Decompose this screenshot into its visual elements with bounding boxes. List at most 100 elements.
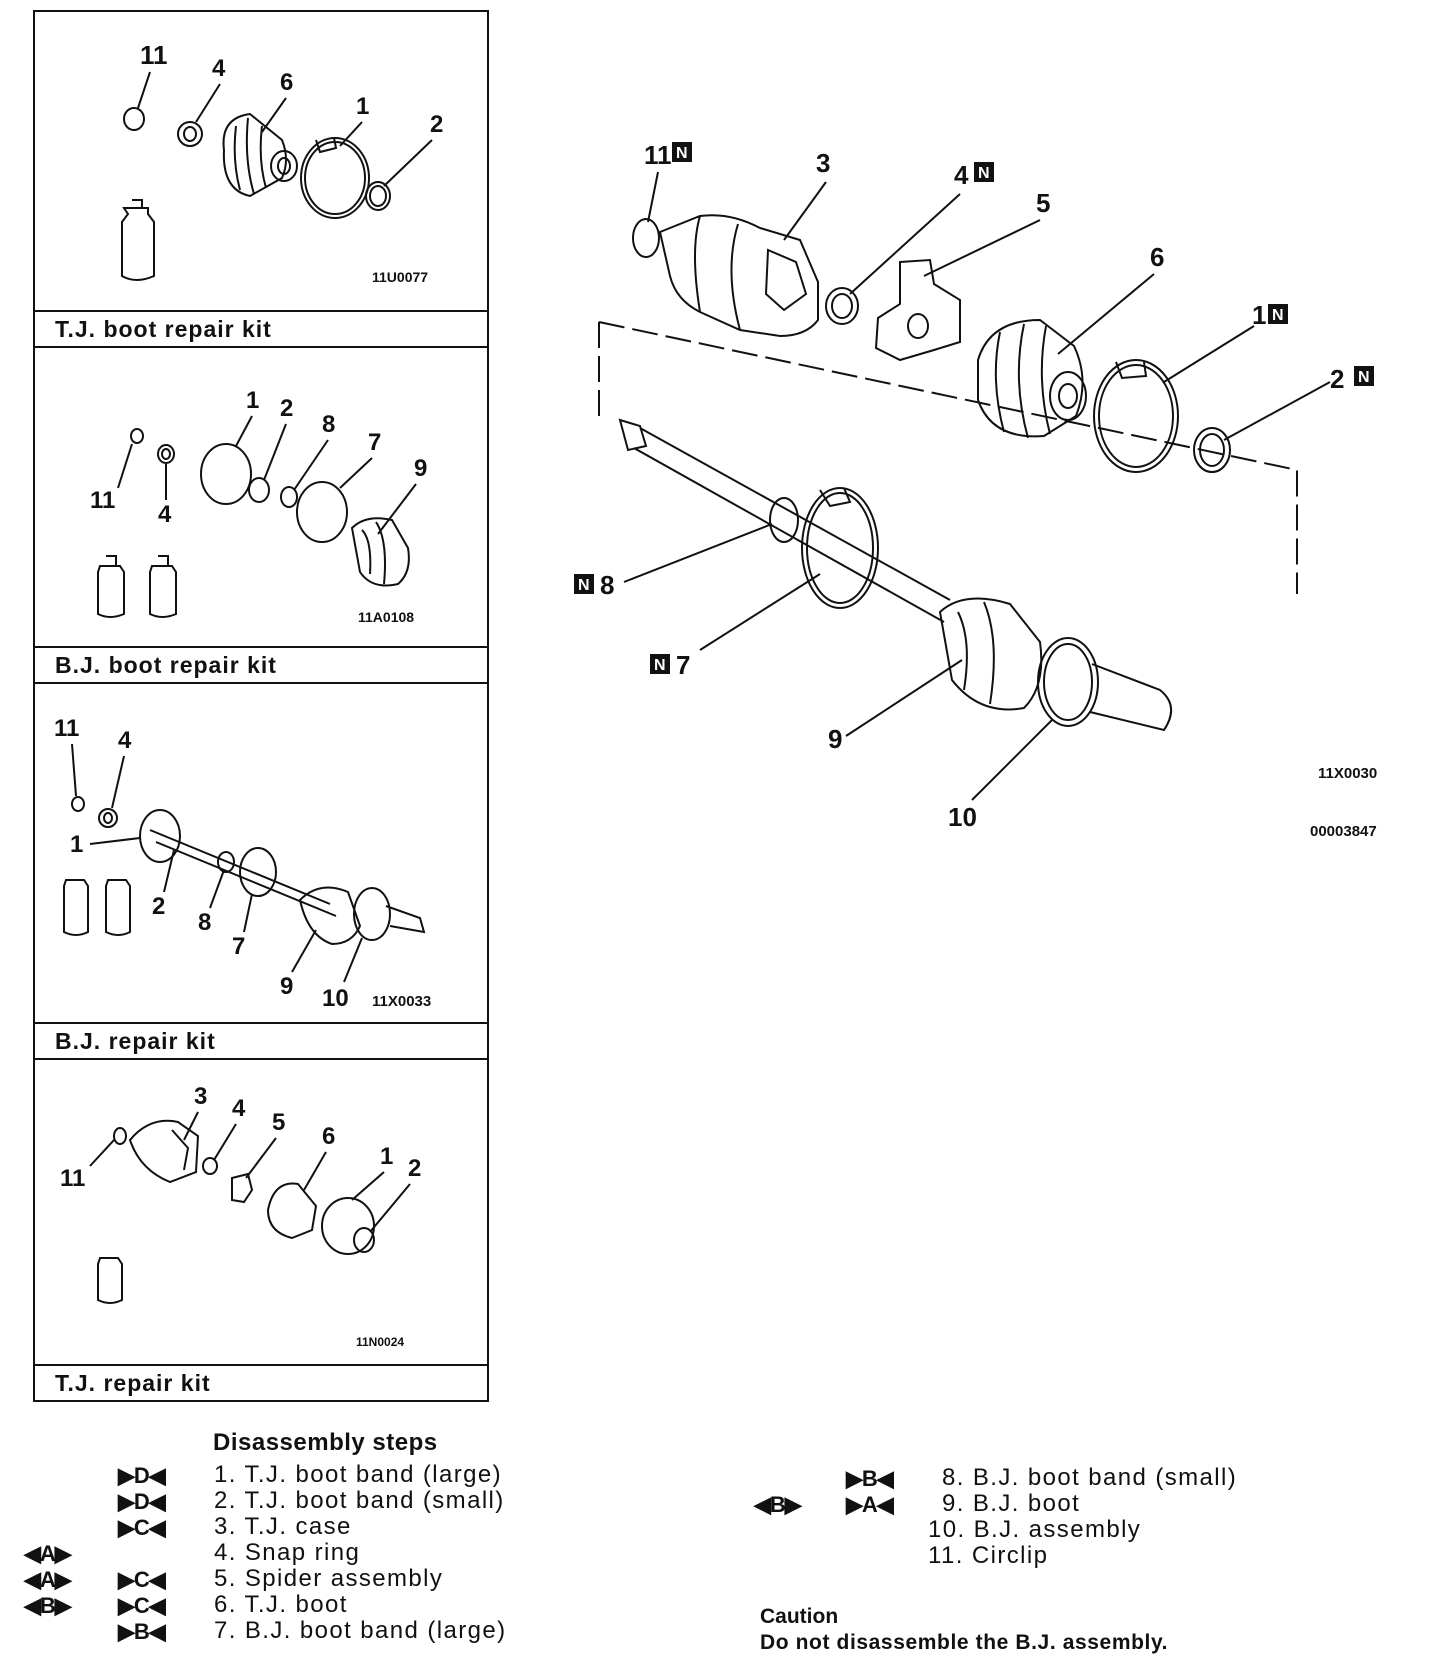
grease-bottle-icon xyxy=(121,207,155,281)
kit-panel-tj-boot: T.J. boot repair kit xyxy=(33,10,489,348)
driveshaft-icon xyxy=(639,427,951,601)
boot-band-large-icon xyxy=(200,443,252,505)
kit-panel-bj-repair: B.J. repair kit xyxy=(33,682,489,1060)
bj-boot-band-small-icon xyxy=(217,851,235,873)
boot-band-large-icon xyxy=(1093,359,1179,473)
figure-code: 11X0033 xyxy=(372,993,431,1010)
callout: 3 xyxy=(816,148,830,178)
bj-boot-band-small-icon xyxy=(280,486,298,508)
grease-bottle-icon xyxy=(97,565,125,618)
grease-bottle-icon xyxy=(149,565,177,618)
callout: 1 xyxy=(246,387,259,414)
tj-case-icon xyxy=(658,214,819,338)
callout: 8 xyxy=(322,411,335,438)
callout: 1 xyxy=(70,831,83,858)
snap-ring-icon xyxy=(157,444,175,464)
callout: 8 xyxy=(600,570,614,600)
callout: 11 xyxy=(90,487,115,514)
exploded-plane-outline xyxy=(598,321,1298,594)
figure-code: 11U0077 xyxy=(372,269,428,285)
new-part-badges: N N N N N N xyxy=(574,142,1374,674)
n-badge: N xyxy=(578,577,590,594)
callout: 9 xyxy=(280,973,293,1000)
callout: 9 xyxy=(828,724,842,754)
callout: 2 xyxy=(152,893,165,920)
kit-caption: T.J. repair kit xyxy=(35,1364,487,1400)
n-badge: N xyxy=(676,145,688,162)
figure-code: 11N0024 xyxy=(356,1335,404,1349)
n-badge: N xyxy=(1272,307,1284,324)
bj-boot-band-large-icon xyxy=(239,847,277,897)
circlip-icon xyxy=(71,796,85,812)
boot-band-small-icon xyxy=(1193,427,1231,473)
panel1-art: 11 4 6 1 2 11U0077 xyxy=(121,40,443,285)
boot-band-small-icon xyxy=(353,1227,375,1253)
callout: 11 xyxy=(54,715,79,742)
tj-boot-icon xyxy=(266,1182,318,1240)
callout: 2 xyxy=(430,111,443,138)
snap-ring-icon xyxy=(98,808,118,828)
doc-code: 00003847 xyxy=(1310,823,1377,840)
panel2-art: 1 2 8 7 9 11 4 11A0108 xyxy=(90,387,427,625)
callout: 7 xyxy=(232,933,245,960)
callout: 9 xyxy=(414,455,427,482)
callout: 11 xyxy=(140,40,168,70)
circlip-icon xyxy=(113,1127,127,1145)
grease-bottle-icon xyxy=(105,879,131,936)
callout: 11 xyxy=(60,1165,85,1192)
panel4-art: 3 4 5 6 1 2 11 11N0024 xyxy=(60,1083,421,1349)
panel3-art: 11 4 1 2 8 7 9 10 11X0033 xyxy=(54,715,431,1012)
kit-caption: B.J. boot repair kit xyxy=(35,646,487,682)
snap-ring-icon xyxy=(202,1157,218,1175)
spider-assembly-icon xyxy=(231,1172,254,1204)
grease-bottle-icon xyxy=(97,1257,123,1304)
circlip-icon xyxy=(632,218,660,258)
callout: 6 xyxy=(1150,242,1164,272)
callout: 5 xyxy=(272,1109,285,1136)
kit-panel-tj-repair: T.J. repair kit xyxy=(33,1058,489,1402)
circlip-icon xyxy=(123,107,145,131)
callout: 6 xyxy=(280,69,293,96)
callout: 4 xyxy=(954,160,969,190)
bj-boot-band-large-icon xyxy=(801,487,879,609)
kit-caption: B.J. repair kit xyxy=(35,1022,487,1058)
snap-ring-icon xyxy=(825,287,859,325)
kit-caption: T.J. boot repair kit xyxy=(35,310,487,346)
tj-boot-icon xyxy=(977,318,1084,438)
bj-boot-band-large-icon xyxy=(296,481,348,543)
callout: 4 xyxy=(232,1095,246,1122)
callout: 7 xyxy=(368,429,381,456)
shaft-spline-icon xyxy=(618,418,648,452)
circlip-icon xyxy=(130,428,144,444)
spider-assembly-icon xyxy=(874,258,961,362)
callout: 2 xyxy=(280,395,293,422)
grease-bottle-icon xyxy=(63,879,89,936)
callout: 3 xyxy=(194,1083,207,1110)
callout: 4 xyxy=(158,501,172,528)
bj-boot-band-small-icon xyxy=(769,497,799,543)
boot-band-large-icon xyxy=(139,809,181,863)
boot-band-small-icon xyxy=(248,477,270,503)
callout: 2 xyxy=(408,1155,421,1182)
bj-assembly-icon xyxy=(1037,637,1099,727)
callout: 6 xyxy=(322,1123,335,1150)
n-badge: N xyxy=(654,657,666,674)
callout: 4 xyxy=(118,727,132,754)
kit-panel-bj-boot: B.J. boot repair kit xyxy=(33,346,489,684)
callout: 2 xyxy=(1330,364,1344,394)
callout: 1 xyxy=(1252,300,1266,330)
tj-case-icon xyxy=(128,1119,200,1184)
n-badge: N xyxy=(978,165,990,182)
bj-boot-icon xyxy=(298,886,362,946)
boot-band-small-icon xyxy=(365,181,391,211)
callout: 1 xyxy=(356,93,369,120)
bj-assembly-icon xyxy=(353,887,391,941)
bj-boot-icon xyxy=(350,517,410,587)
snap-ring-icon xyxy=(177,121,203,147)
figure-code: 11X0030 xyxy=(1318,765,1377,782)
boot-band-large-icon xyxy=(321,1197,375,1255)
callout: 1 xyxy=(380,1143,393,1170)
callout: 8 xyxy=(198,909,211,936)
callout: 4 xyxy=(212,55,226,82)
